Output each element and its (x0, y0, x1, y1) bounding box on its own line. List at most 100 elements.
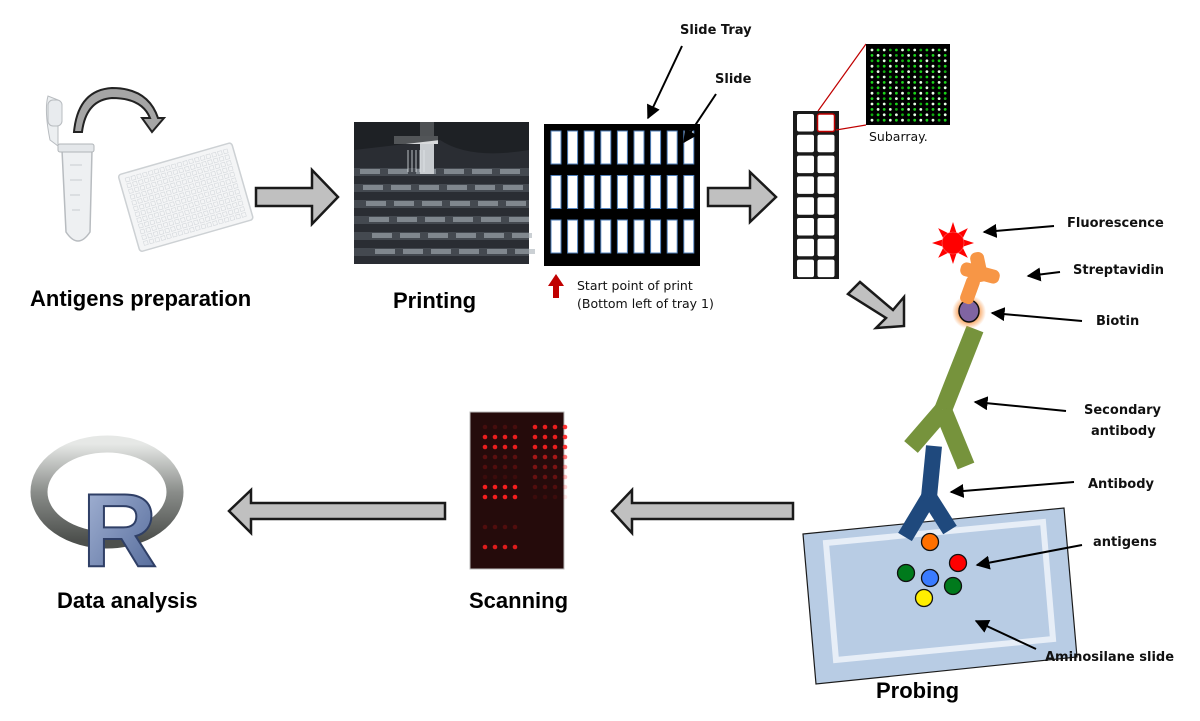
scan-spot (532, 464, 538, 470)
scan-spot (562, 474, 568, 480)
plate-well (141, 190, 147, 197)
plate-well (181, 179, 188, 185)
plate-well (143, 221, 150, 227)
scan-spot (562, 464, 568, 470)
photo-slide (422, 201, 442, 206)
subarray-spot (876, 48, 880, 52)
photo-slide-row (354, 168, 529, 176)
plate-well (168, 220, 175, 227)
plate-well (212, 201, 219, 208)
subarray-spot (913, 81, 917, 84)
flow-arrow-diagonal (846, 280, 906, 330)
fluorescence-ray (949, 222, 957, 233)
stage-label-probing: Probing (876, 678, 959, 703)
plate-well (187, 221, 194, 227)
scan-spot (492, 544, 498, 550)
subarray-spot (882, 91, 886, 95)
plate-well (210, 170, 217, 177)
plate-well (181, 222, 188, 229)
plate-well (126, 182, 133, 189)
subarray-spot (895, 81, 898, 84)
plate-well (172, 169, 179, 175)
subarray-spot (907, 118, 910, 122)
antigen-dots (896, 532, 968, 608)
tray-slide-slot (666, 130, 678, 165)
subarray-spot (888, 113, 892, 117)
plate-well (169, 201, 175, 208)
subarray-spot (937, 75, 941, 79)
zoom-line-top (817, 43, 867, 112)
antibody-pointer-arrow (949, 481, 1075, 498)
flow-arrow-right-2 (706, 169, 778, 225)
subarray-spot (895, 59, 898, 63)
subarray-spot (882, 81, 886, 84)
plate-well (201, 160, 208, 167)
stage-label-antigens-preparation: Antigens preparation (30, 286, 251, 311)
photo-slide (506, 201, 526, 206)
subarray-spot (919, 86, 923, 90)
start-point-red-arrow-icon (548, 274, 564, 298)
plate-well (211, 151, 217, 158)
subarray-spot (937, 91, 941, 95)
photo-slide (369, 217, 389, 222)
scan-spot (502, 434, 508, 440)
plate-well (133, 205, 139, 212)
subarray-spot (876, 118, 880, 122)
subarray-spot (943, 64, 947, 68)
plate-well (132, 180, 138, 187)
plate-well (147, 232, 153, 239)
scan-spot (562, 454, 568, 460)
plate-well (219, 180, 226, 187)
subarray-spot (876, 64, 880, 68)
scan-spot (482, 464, 488, 470)
scan-spot (542, 494, 548, 500)
plate-well (209, 189, 216, 196)
scan-spot (502, 424, 508, 430)
tray-slide-slot (633, 130, 645, 165)
plate-well (146, 207, 152, 214)
subarray-spot (913, 97, 917, 100)
subarray-spot (943, 54, 947, 57)
plate-well (166, 214, 173, 221)
photo-slide (360, 169, 380, 174)
slide-subarray-cell (817, 176, 835, 194)
photo-slide (394, 201, 414, 206)
plate-well (149, 219, 156, 226)
plate-well (196, 187, 203, 194)
subarray-spot (925, 59, 929, 63)
subarray-spot (870, 59, 874, 63)
plate-well (180, 198, 187, 204)
scan-spot (482, 434, 488, 440)
subarray-spot (913, 102, 917, 106)
plate-well (159, 166, 166, 173)
plate-well (213, 182, 220, 189)
plate-well (206, 221, 213, 228)
plate-well (170, 207, 177, 213)
plate-well (151, 181, 157, 188)
plate-well (149, 175, 156, 182)
plate-well (194, 200, 200, 207)
plate-well (195, 206, 202, 212)
antigens-pointer-arrow (975, 544, 1083, 570)
antigen-dot (948, 553, 968, 573)
plate-well (136, 173, 142, 180)
scan-spot (532, 484, 538, 490)
plate-well (176, 205, 183, 212)
scan-spot (552, 464, 558, 470)
scan-spot (482, 454, 488, 460)
plate-well (156, 198, 162, 205)
secondary-antibody-icon (904, 325, 984, 470)
subarray-spot (937, 97, 941, 100)
subarray-spot (931, 59, 935, 63)
plate-well (170, 163, 177, 170)
aminosilane-slide-label: Aminosilane slide (1045, 650, 1174, 665)
photo-slide (459, 249, 479, 254)
subarray-spot (937, 118, 941, 122)
antigen-dot (896, 563, 916, 583)
plate-well (204, 172, 211, 179)
subarray-spot (925, 54, 929, 57)
streptavidin-icon (960, 251, 1000, 305)
plate-well (203, 166, 209, 173)
plate-well (195, 162, 202, 169)
scan-spot (492, 434, 498, 440)
